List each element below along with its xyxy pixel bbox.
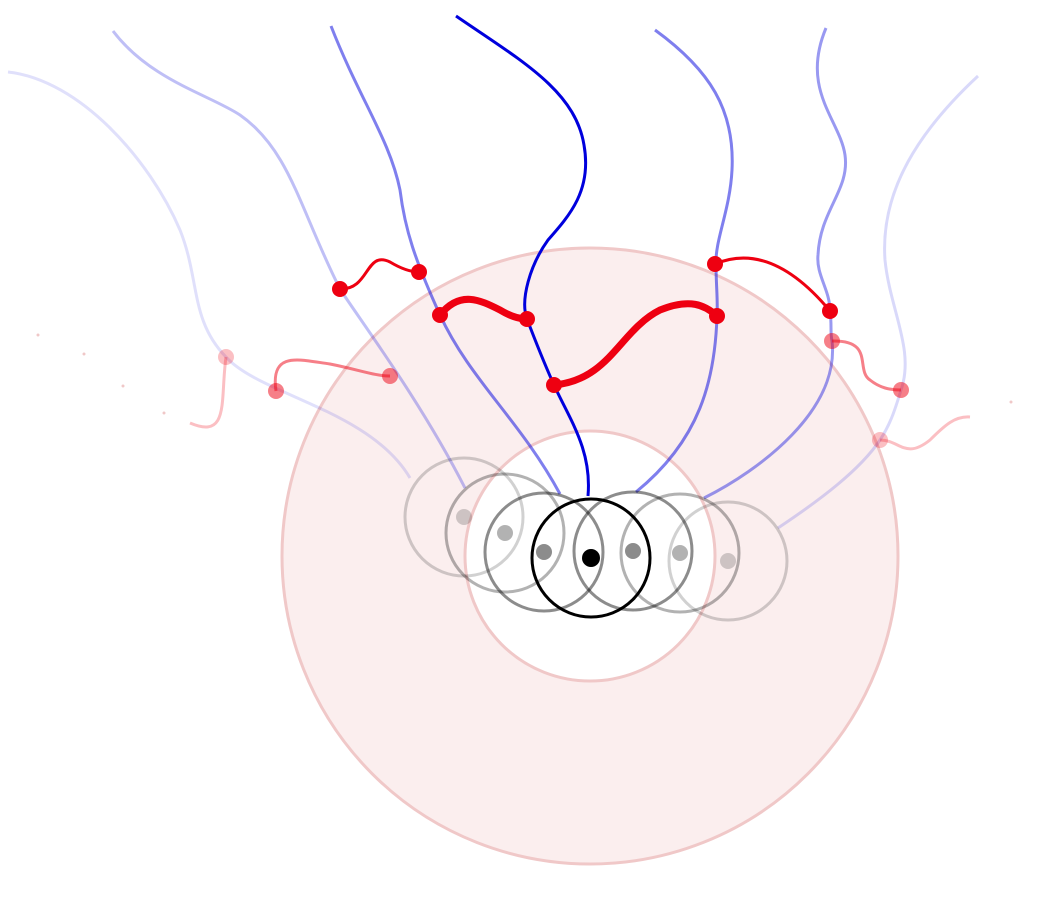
ring-outline: [619, 492, 741, 614]
ring-outline: [444, 472, 566, 594]
ring-center: [530, 497, 652, 619]
specks: [36, 333, 1013, 415]
strand-left: [111, 30, 467, 489]
strand-center: [455, 14, 590, 497]
bridge-node: [519, 311, 535, 327]
ring-center-dot: [536, 544, 552, 560]
strand-near-left: [329, 25, 562, 495]
ring-center-dot: [672, 545, 688, 561]
ring-far-left: [403, 456, 525, 578]
bridge-node: [332, 281, 348, 297]
bridge-node: [382, 368, 398, 384]
ring-center-dot: [582, 549, 600, 567]
strand-far-left: [7, 70, 412, 479]
bridge-outer-left: [273, 358, 391, 392]
bridge-nodes: [218, 256, 909, 448]
ring-outline: [403, 456, 525, 578]
bridges: [189, 256, 971, 451]
bridge-node: [411, 264, 427, 280]
speck: [82, 352, 86, 356]
ring-left: [444, 472, 566, 594]
bridge-node: [893, 382, 909, 398]
bridge-center: [553, 300, 720, 389]
ring-center-dot: [456, 509, 472, 525]
ring-outline: [667, 500, 789, 622]
bridge-node: [268, 383, 284, 399]
speck: [36, 333, 40, 337]
bridge-node: [546, 377, 562, 393]
bridge-far-left: [189, 356, 228, 429]
ring-outline: [530, 497, 652, 619]
bridge-node: [822, 303, 838, 319]
rings: [403, 456, 789, 622]
ring-outline: [483, 491, 605, 613]
ring-center-dot: [625, 543, 641, 559]
bridge-node: [824, 333, 840, 349]
bridge-node: [432, 307, 448, 323]
bridge-mid-left: [437, 295, 528, 323]
strand-far-right: [777, 74, 980, 530]
bridge-node: [872, 432, 888, 448]
bridge-outer-right: [831, 339, 902, 392]
ring-right: [619, 492, 741, 614]
speck: [162, 411, 166, 415]
speck: [1009, 400, 1013, 404]
ring-outline: [572, 490, 694, 612]
bridge-node: [218, 349, 234, 365]
strand-right: [703, 27, 848, 500]
ring-near-left: [483, 491, 605, 613]
ring-far-right: [667, 500, 789, 622]
bridge-far-right: [879, 415, 971, 451]
ring-near-right: [572, 490, 694, 612]
bridge-upper-left: [339, 258, 420, 291]
bridge-node: [707, 256, 723, 272]
strands: [7, 14, 980, 530]
speck: [121, 384, 125, 388]
ring-center-dot: [720, 553, 736, 569]
bridge-node: [709, 308, 725, 324]
ring-center-dot: [497, 525, 513, 541]
bridge-upper-right: [714, 256, 832, 312]
